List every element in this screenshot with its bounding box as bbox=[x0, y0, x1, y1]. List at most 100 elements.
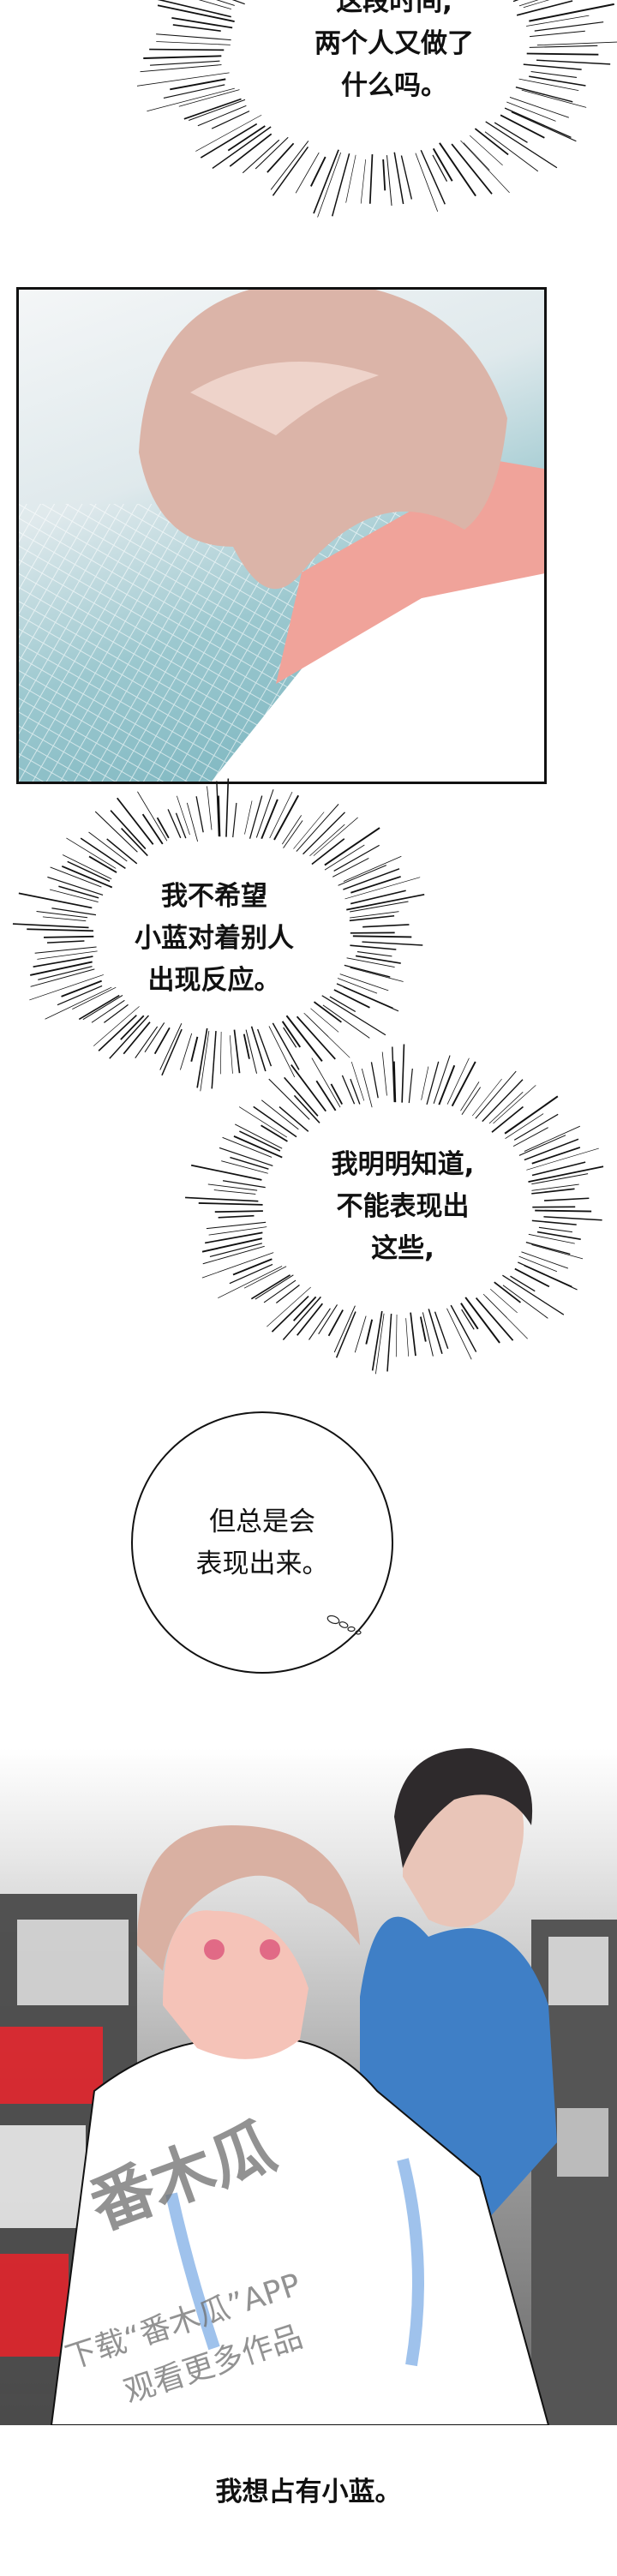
speed-line bbox=[291, 1064, 326, 1112]
speed-line bbox=[144, 1022, 165, 1053]
speed-line bbox=[381, 1051, 387, 1096]
speed-line bbox=[538, 1226, 572, 1233]
speed-line bbox=[104, 1003, 129, 1023]
speed-line bbox=[393, 1061, 397, 1103]
speed-line bbox=[157, 4, 235, 22]
speed-line bbox=[170, 78, 226, 91]
speed-line bbox=[491, 1105, 524, 1133]
speed-line bbox=[345, 154, 356, 203]
dialogue-burst-2: 我明明知道, 不能表现出 这些, bbox=[266, 1144, 540, 1270]
speed-line bbox=[524, 1125, 580, 1152]
speed-line bbox=[284, 1076, 319, 1117]
speed-line bbox=[420, 149, 446, 205]
speed-line bbox=[283, 1027, 297, 1048]
speed-line bbox=[178, 89, 240, 107]
speed-line bbox=[267, 142, 295, 173]
speed-line bbox=[78, 994, 120, 1021]
speed-line bbox=[500, 114, 545, 139]
speed-line bbox=[261, 1099, 299, 1130]
speed-line bbox=[230, 1156, 269, 1170]
speed-line bbox=[51, 908, 97, 916]
speed-line bbox=[106, 838, 138, 865]
speed-line bbox=[293, 812, 325, 849]
speed-line bbox=[350, 876, 401, 894]
speed-line bbox=[135, 1026, 159, 1058]
speed-line bbox=[281, 815, 303, 845]
speed-line bbox=[120, 1015, 145, 1040]
speed-line bbox=[494, 122, 528, 143]
speed-line bbox=[279, 1105, 309, 1132]
speed-line bbox=[529, 3, 614, 22]
speed-line bbox=[534, 21, 604, 32]
speed-line bbox=[156, 817, 170, 839]
speed-line bbox=[197, 105, 247, 127]
speed-line bbox=[515, 87, 573, 103]
speed-line bbox=[333, 989, 370, 1009]
speed-line bbox=[163, 84, 225, 99]
speed-line bbox=[88, 855, 117, 873]
speed-line bbox=[544, 1197, 590, 1201]
thought-bubble bbox=[131, 1411, 393, 1674]
speed-line bbox=[530, 70, 578, 78]
speed-line bbox=[295, 152, 320, 194]
speed-line bbox=[261, 799, 279, 840]
speed-line bbox=[401, 1044, 405, 1103]
speed-line bbox=[218, 1266, 283, 1299]
speed-line bbox=[488, 1092, 524, 1124]
speed-line bbox=[451, 1061, 476, 1107]
speed-line bbox=[469, 135, 503, 166]
speed-line bbox=[344, 964, 391, 978]
speed-line bbox=[317, 152, 342, 218]
speed-line bbox=[186, 802, 199, 842]
speed-line bbox=[149, 60, 220, 66]
speed-line bbox=[368, 154, 374, 204]
speed-line bbox=[157, 0, 231, 18]
speed-line bbox=[525, 1242, 571, 1255]
speed-line bbox=[485, 121, 558, 169]
speed-line bbox=[371, 1310, 383, 1371]
speed-line bbox=[518, 0, 539, 7]
speed-line bbox=[313, 149, 339, 214]
speed-line bbox=[57, 985, 103, 1006]
speed-line bbox=[531, 1147, 581, 1165]
speed-line bbox=[474, 128, 509, 156]
speed-line bbox=[531, 1188, 575, 1195]
speed-line bbox=[523, 63, 582, 70]
speed-line bbox=[221, 1160, 268, 1174]
speed-line bbox=[200, 123, 258, 159]
speed-line bbox=[433, 1055, 451, 1104]
speed-line bbox=[213, 1189, 256, 1195]
speed-line bbox=[263, 1279, 297, 1303]
panel1-art bbox=[19, 290, 544, 782]
speed-line bbox=[475, 1070, 517, 1119]
comic-panel-1 bbox=[16, 287, 547, 784]
speed-line bbox=[332, 858, 369, 878]
narration-top: 这段时间, 两个人又做了 什么吗。 bbox=[257, 0, 531, 107]
speed-line bbox=[528, 1165, 604, 1183]
speed-line bbox=[531, 1219, 577, 1225]
speed-line bbox=[310, 1008, 339, 1033]
speed-line bbox=[529, 75, 586, 87]
speed-line bbox=[268, 1078, 310, 1120]
speed-line bbox=[309, 824, 345, 857]
speed-line bbox=[333, 1305, 356, 1353]
speed-line bbox=[543, 1216, 602, 1221]
speed-line bbox=[309, 156, 326, 187]
speed-line bbox=[337, 978, 378, 994]
speed-line bbox=[506, 101, 556, 122]
speed-line bbox=[183, 98, 242, 120]
speed-line bbox=[349, 914, 395, 922]
speed-line bbox=[461, 1087, 482, 1115]
speed-line bbox=[58, 885, 99, 899]
speed-line bbox=[512, 1127, 548, 1147]
speed-line bbox=[38, 966, 93, 980]
speed-line bbox=[211, 1031, 217, 1089]
speed-line bbox=[450, 1304, 477, 1352]
speed-line bbox=[175, 812, 187, 839]
speed-line bbox=[422, 1312, 434, 1357]
speed-line bbox=[45, 986, 112, 1020]
speed-line bbox=[256, 1028, 273, 1067]
speed-line bbox=[218, 1214, 255, 1219]
speed-line bbox=[283, 820, 303, 848]
speed-line bbox=[296, 1015, 336, 1060]
